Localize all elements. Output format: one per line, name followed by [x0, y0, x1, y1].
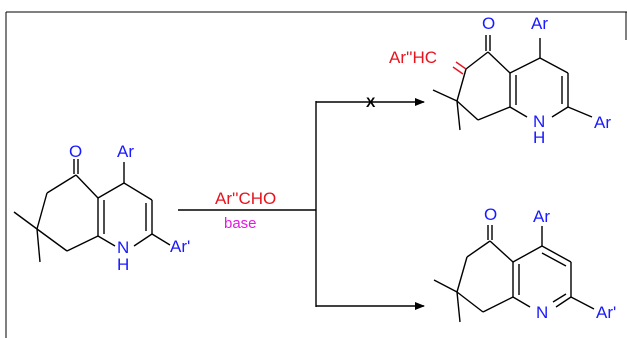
bottom-aryl-prime-label: Ar' [596, 303, 616, 322]
top-product-exocyclic-bond [452, 61, 467, 75]
bottom-product: O Ar N Ar' [433, 205, 616, 323]
top-hydrogen-label: H [533, 128, 545, 147]
top-aryl-label: Ar [531, 14, 548, 33]
top-product-bonds [432, 35, 593, 131]
starting-material-labels: O Ar N H Ar' [69, 142, 190, 274]
aldehyde-reagent-label: Ar''CHO [215, 189, 276, 208]
top-aryl-right-label: Ar [594, 113, 611, 132]
top-product: Ar''HC O Ar N H Ar [389, 14, 611, 147]
sm-oxygen-label: O [69, 142, 82, 161]
blocked-pathway-mark: X [366, 94, 376, 110]
sm-aryl-prime-label: Ar' [170, 237, 190, 256]
sm-hydrogen-label: H [117, 255, 129, 274]
reaction-arrows [178, 98, 425, 310]
frame [5, 11, 627, 338]
top-nitrogen-label: N [533, 112, 545, 131]
bottom-nitrogen-label: N [536, 303, 548, 322]
starting-material: O Ar N H Ar' [13, 142, 190, 274]
sm-nitrogen-label: N [117, 238, 129, 257]
base-reagent-label: base [224, 215, 257, 232]
bottom-product-labels: O Ar N Ar' [484, 205, 616, 322]
starting-material-bonds [13, 159, 171, 263]
top-oxygen-label: O [482, 14, 495, 33]
sm-aryl-label: Ar [117, 142, 134, 161]
bottom-product-bonds [433, 225, 595, 323]
bottom-oxygen-label: O [484, 205, 497, 224]
bottom-aryl-label: Ar [533, 207, 550, 226]
top-benzylidene-label: Ar''HC [389, 48, 437, 67]
top-product-labels: O Ar N H Ar [482, 14, 611, 147]
